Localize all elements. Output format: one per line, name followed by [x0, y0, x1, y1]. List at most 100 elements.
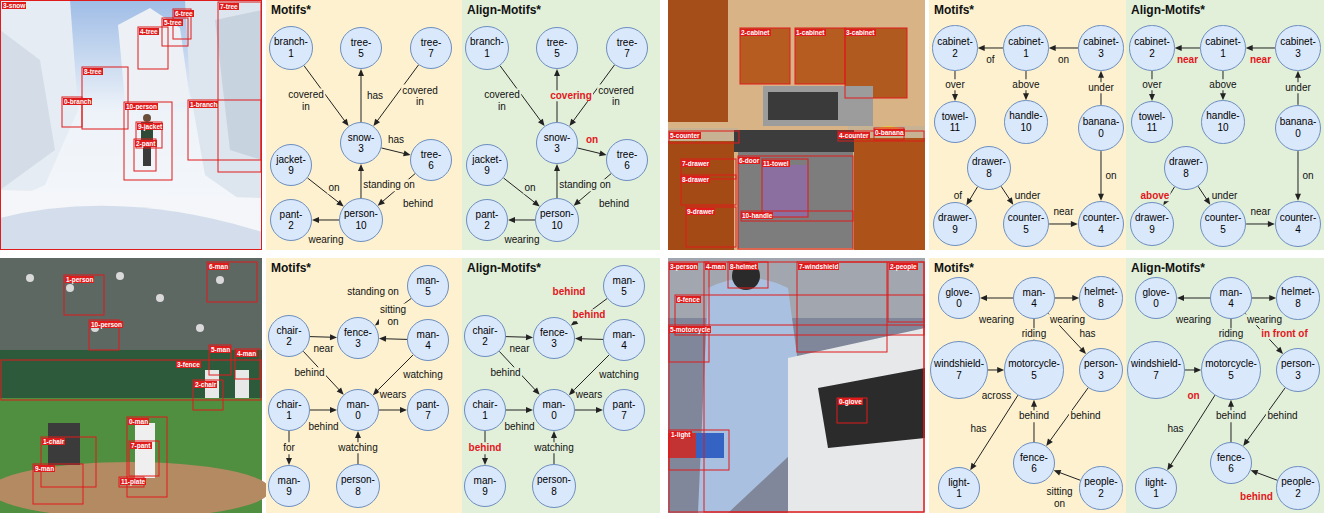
node-text-group: cabinet-3: [1280, 36, 1316, 59]
node-label: fence-3: [540, 327, 568, 350]
object-node: people-2: [1079, 466, 1123, 510]
box-tag: 3-fence: [176, 361, 201, 368]
node-text-group: tree-5: [547, 37, 568, 60]
relation-label: on: [1104, 170, 1117, 182]
relation-label: behind: [1069, 411, 1101, 423]
panel-title: Align-Motifs*: [467, 261, 541, 275]
node-label: cabinet-1: [1205, 36, 1241, 59]
relation-label: behind: [503, 421, 535, 433]
box-tag: 6-fence: [676, 296, 701, 303]
arrow-head: [551, 431, 557, 438]
node-text-group: man-5: [417, 275, 440, 298]
object-node: pant-7: [603, 389, 645, 431]
relation-label: in front of: [1260, 328, 1309, 340]
object-node: windshield-7: [930, 341, 988, 399]
node-label: motorcycle-5: [1008, 358, 1060, 381]
arrow-head: [400, 407, 407, 413]
arrow-head: [342, 119, 349, 126]
object-node: drawer-9: [1130, 202, 1174, 246]
node-label: tree-6: [421, 149, 442, 172]
node-label: drawer-8: [1169, 156, 1203, 179]
object-node: tree-5: [536, 27, 578, 69]
arrow-head: [970, 463, 976, 471]
graph-panel: Align-Motifs*man-5chair-2fence-3man-4cha…: [462, 258, 660, 513]
node-label: light-1: [1145, 477, 1167, 500]
box-tag: 7-tree: [219, 3, 239, 10]
box-tag: 7-pant: [130, 442, 152, 449]
node-label: tree-7: [421, 37, 442, 60]
relation-label: sitting on: [379, 304, 407, 327]
object-node: motorcycle-5: [1004, 340, 1064, 400]
object-node: drawer-8: [1164, 146, 1208, 190]
arrow-head: [1269, 295, 1276, 301]
arrow-head: [1054, 470, 1062, 476]
box-tag: 4-counter: [838, 132, 870, 139]
object-node: banana-0: [1078, 105, 1124, 151]
arrow-head: [1194, 367, 1201, 373]
relation-label: wears: [575, 389, 604, 401]
arrow-head: [1079, 347, 1086, 354]
node-text-group: person-8: [341, 474, 375, 497]
arrow-head: [312, 217, 319, 223]
arrow-head: [575, 336, 582, 342]
panel-title: Align-Motifs*: [467, 3, 541, 17]
node-label: people-2: [1281, 476, 1314, 499]
node-label: helmet-8: [1281, 286, 1314, 309]
relation-label: over: [1141, 79, 1162, 91]
relation-arrow: [1001, 186, 1013, 204]
relation-line: [318, 219, 339, 220]
node-label: counter-5: [1205, 212, 1242, 235]
box-tag: 3-person: [669, 263, 698, 270]
relation-line: [970, 187, 978, 200]
node-label: counter-4: [1083, 212, 1120, 235]
relation-line: [575, 410, 597, 411]
node-text-group: man-4: [417, 329, 440, 352]
object-node: man-0: [533, 389, 575, 431]
relation-arrow: [1175, 45, 1201, 51]
box-tag: 9-jacket: [137, 123, 163, 130]
arrow-head: [1149, 94, 1155, 101]
relation-line: [385, 338, 407, 340]
arrow-head: [596, 407, 603, 413]
node-label: motorcycle-5: [1205, 358, 1257, 381]
node-label: windshield-7: [1131, 358, 1181, 381]
relation-label: on: [1186, 390, 1200, 402]
object-node: helmet-8: [1079, 276, 1123, 320]
arrow-head: [1031, 400, 1037, 407]
object-node: cabinet-1: [1003, 25, 1048, 70]
relation-label: watching: [337, 442, 378, 454]
box-tag: 1-branch: [189, 101, 218, 108]
arrow-head: [358, 164, 364, 171]
node-text-group: towel-11: [942, 111, 969, 134]
object-node: person-8: [532, 464, 576, 508]
arrow-head: [1177, 295, 1184, 301]
object-node: towel-11: [1131, 101, 1173, 143]
object-node: man-4: [407, 319, 449, 361]
object-node: counter-4: [1275, 201, 1321, 247]
relation-arrow: [571, 299, 607, 326]
object-node: pant-2: [466, 199, 508, 241]
arrow-head: [336, 200, 343, 207]
arrow-head: [330, 407, 337, 413]
node-text-group: cabinet-1: [1008, 36, 1044, 59]
relation-line: [1181, 47, 1201, 48]
node-label: pant-7: [613, 399, 636, 422]
relation-label: standing on: [362, 180, 416, 192]
panel-title: Align-Motifs*: [1131, 3, 1205, 17]
relation-label: behind: [552, 286, 587, 298]
node-label: jacket-9: [276, 154, 305, 177]
relation-arrow: [358, 69, 364, 122]
relation-label: wearing: [1049, 314, 1086, 326]
kitchen-photo: [668, 0, 925, 250]
node-text-group: drawer-9: [1135, 212, 1169, 235]
relation-line: [1001, 186, 1010, 199]
object-node: counter-5: [1200, 201, 1246, 247]
node-text-group: person-8: [537, 474, 571, 497]
box-tag: 0-man: [128, 418, 149, 425]
relation-label: watching: [402, 369, 443, 381]
node-label: cabinet-1: [1008, 36, 1044, 59]
node-label: man-4: [1023, 287, 1046, 310]
node-label: branch-1: [274, 36, 308, 59]
relation-label: near: [1249, 54, 1272, 66]
node-label: person-3: [1281, 358, 1315, 381]
